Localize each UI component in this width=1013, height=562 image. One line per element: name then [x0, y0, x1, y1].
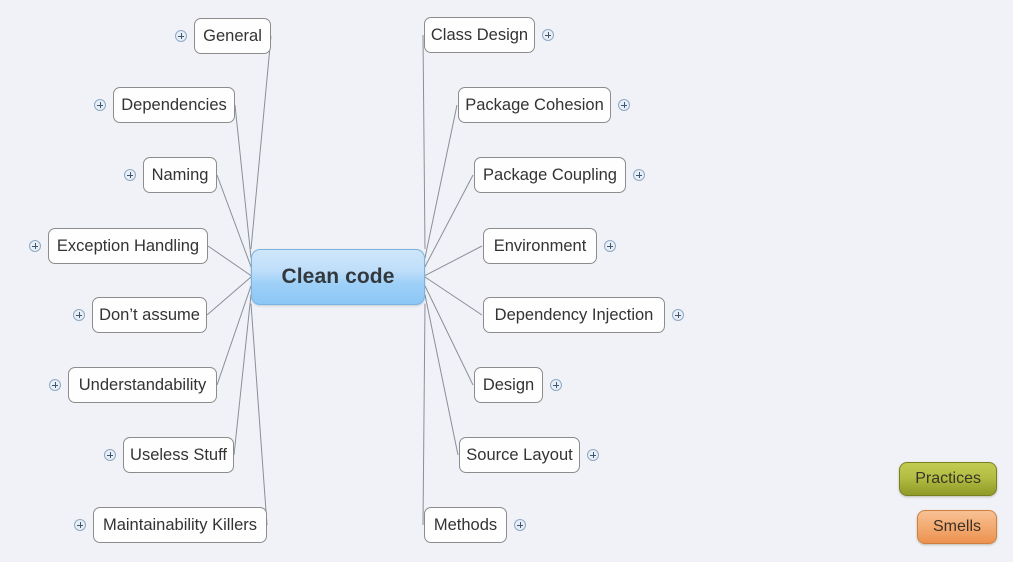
node-label-dependency-injection: Dependency Injection — [483, 297, 665, 333]
connector-design — [424, 285, 474, 386]
connector-don-t-assume — [206, 276, 252, 316]
node-dependency-injection[interactable]: Dependency Injection — [483, 297, 684, 333]
node-package-cohesion[interactable]: Package Cohesion — [458, 87, 630, 123]
node-design[interactable]: Design — [474, 367, 562, 403]
circle-plus-icon[interactable] — [542, 29, 554, 41]
circle-plus-icon[interactable] — [604, 240, 616, 252]
circle-plus-icon[interactable] — [49, 379, 61, 391]
node-label-maintainability-killers: Maintainability Killers — [93, 507, 267, 543]
connector-package-coupling — [424, 174, 474, 267]
connector-methods — [422, 303, 426, 526]
central-node-clean-code[interactable]: Clean code — [251, 249, 425, 305]
circle-plus-icon[interactable] — [550, 379, 562, 391]
node-label-general: General — [194, 18, 271, 54]
connector-class-design — [422, 34, 426, 250]
connector-dependency-injection — [424, 276, 483, 316]
node-label-dependencies: Dependencies — [113, 87, 235, 123]
node-label-naming: Naming — [143, 157, 217, 193]
node-label-methods: Methods — [424, 507, 507, 543]
node-general[interactable]: General — [175, 18, 271, 54]
node-label-understandability: Understandability — [68, 367, 217, 403]
connector-package-cohesion — [424, 104, 458, 258]
circle-plus-icon[interactable] — [29, 240, 41, 252]
node-naming[interactable]: Naming — [124, 157, 217, 193]
circle-plus-icon[interactable] — [514, 519, 526, 531]
node-don-t-assume[interactable]: Don’t assume — [73, 297, 207, 333]
circle-plus-icon[interactable] — [74, 519, 86, 531]
node-understandability[interactable]: Understandability — [49, 367, 217, 403]
node-package-coupling[interactable]: Package Coupling — [474, 157, 645, 193]
node-maintainability-killers[interactable]: Maintainability Killers — [74, 507, 267, 543]
node-environment[interactable]: Environment — [483, 228, 616, 264]
practices-button[interactable]: Practices — [899, 462, 997, 496]
node-exception-handling[interactable]: Exception Handling — [29, 228, 208, 264]
node-label-don-t-assume: Don’t assume — [92, 297, 207, 333]
circle-plus-icon[interactable] — [672, 309, 684, 321]
node-label-source-layout: Source Layout — [459, 437, 580, 473]
smells-button[interactable]: Smells — [916, 510, 997, 544]
circle-plus-icon[interactable] — [94, 99, 106, 111]
central-node-label: Clean code — [281, 265, 395, 288]
node-useless-stuff[interactable]: Useless Stuff — [104, 437, 234, 473]
node-label-package-cohesion: Package Cohesion — [458, 87, 611, 123]
connector-understandability — [216, 285, 252, 386]
connector-general — [250, 35, 272, 250]
node-label-design: Design — [474, 367, 543, 403]
connector-dependencies — [234, 104, 252, 258]
circle-plus-icon[interactable] — [104, 449, 116, 461]
circle-plus-icon[interactable] — [73, 309, 85, 321]
connector-useless-stuff — [233, 294, 252, 456]
circle-plus-icon[interactable] — [124, 169, 136, 181]
connector-exception-handling — [207, 245, 252, 277]
circle-plus-icon[interactable] — [633, 169, 645, 181]
node-label-class-design: Class Design — [424, 17, 535, 53]
connector-environment — [424, 245, 483, 277]
smells-button-label: Smells — [932, 518, 981, 535]
node-source-layout[interactable]: Source Layout — [459, 437, 599, 473]
connector-naming — [216, 174, 252, 267]
circle-plus-icon[interactable] — [587, 449, 599, 461]
corner-button-group: Practices Smells — [899, 462, 997, 544]
node-label-useless-stuff: Useless Stuff — [123, 437, 234, 473]
node-label-package-coupling: Package Coupling — [474, 157, 626, 193]
node-label-environment: Environment — [483, 228, 597, 264]
circle-plus-icon[interactable] — [175, 30, 187, 42]
practices-button-label: Practices — [915, 470, 981, 487]
connector-source-layout — [424, 294, 459, 456]
node-methods[interactable]: Methods — [424, 507, 526, 543]
connector-maintainability-killers — [250, 303, 268, 526]
circle-plus-icon[interactable] — [618, 99, 630, 111]
node-class-design[interactable]: Class Design — [424, 17, 554, 53]
node-dependencies[interactable]: Dependencies — [94, 87, 235, 123]
node-label-exception-handling: Exception Handling — [48, 228, 208, 264]
